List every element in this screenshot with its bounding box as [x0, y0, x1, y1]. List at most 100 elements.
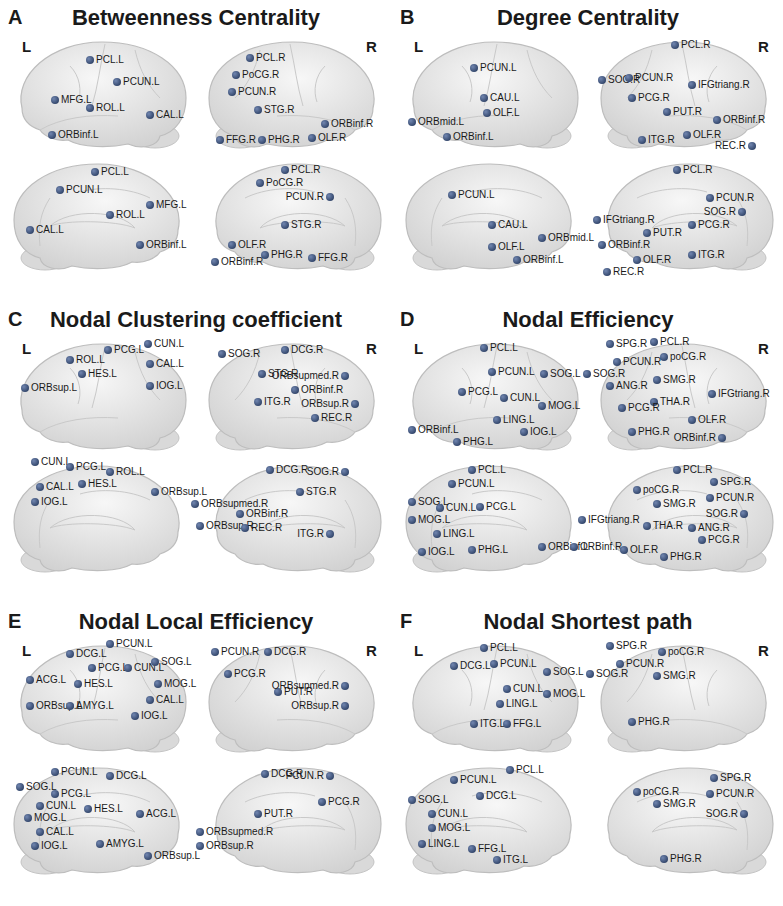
region-label: ORBinf.R: [580, 541, 622, 553]
brain-surface: [406, 466, 571, 572]
region-label: OLF.L: [498, 241, 525, 253]
region-dot: [671, 41, 679, 49]
sulcus-line: [39, 500, 50, 548]
region-label: DCG.L: [460, 660, 491, 672]
region-label: CAL.L: [46, 826, 74, 838]
region-label: PCUN.R: [635, 72, 673, 84]
region-label: SOG.R: [228, 348, 260, 360]
region-label: CUN.L: [134, 662, 164, 674]
region-label: MFG.L: [156, 199, 187, 211]
region-dot: [490, 660, 498, 668]
region-dot: [663, 108, 671, 116]
region-label: PCUN.R: [626, 658, 664, 670]
hemisphere-mark: L: [414, 340, 423, 357]
region-label: PCUN.L: [500, 658, 537, 670]
region-label: ITG.R: [698, 249, 725, 261]
region-label: OLF.R: [643, 254, 671, 266]
region-dot: [24, 814, 32, 822]
region-dot: [281, 346, 289, 354]
region-label: AMYG.L: [106, 838, 144, 850]
region-dot: [633, 788, 641, 796]
region-dot: [408, 516, 416, 524]
region-dot: [633, 256, 641, 264]
region-label: ITG.L: [480, 718, 505, 730]
region-label: ORBmid.L: [418, 116, 464, 128]
region-label: PCUN.L: [61, 766, 98, 778]
region-dot: [66, 702, 74, 710]
region-label: SMG.R: [663, 498, 696, 510]
region-label: MOG.L: [164, 678, 196, 690]
region-dot: [593, 216, 601, 224]
region-dot: [506, 766, 514, 774]
region-dot: [236, 510, 244, 518]
sulcus-line: [345, 500, 356, 548]
region-dot: [228, 241, 236, 249]
brain-surface: [216, 466, 381, 572]
region-label: AMYG.L: [76, 700, 114, 712]
region-label: ITG.L: [503, 854, 528, 866]
region-dot: [66, 356, 74, 364]
region-label: SPG.R: [616, 640, 647, 652]
hemisphere-mark: L: [414, 642, 423, 659]
region-label: PCUN.L: [66, 184, 103, 196]
region-dot: [606, 382, 614, 390]
sulcus-line: [462, 670, 472, 706]
sulcus-line: [484, 648, 497, 710]
region-label: ORBinf.L: [453, 131, 494, 143]
region-dot: [258, 136, 266, 144]
region-dot: [688, 221, 696, 229]
region-label: PCG.L: [486, 501, 516, 513]
region-dot: [144, 852, 152, 860]
region-dot: [706, 194, 714, 202]
region-label: DCG.L: [116, 770, 147, 782]
region-label: OLF.R: [693, 129, 721, 141]
region-label: ITG.R: [264, 396, 291, 408]
region-label: IOG.L: [156, 380, 183, 392]
region-dot: [428, 824, 436, 832]
region-dot: [36, 828, 44, 836]
region-dot: [480, 94, 488, 102]
region-dot: [31, 498, 39, 506]
region-dot: [21, 384, 29, 392]
region-dot: [708, 390, 716, 398]
region-label: IFGtriang.R: [603, 214, 655, 226]
region-label: IFGtriang.R: [588, 514, 640, 526]
panel-title: Nodal Clustering coefficient: [0, 307, 392, 333]
region-label: SOG.R: [706, 808, 738, 820]
region-dot: [246, 54, 254, 62]
region-dot: [26, 226, 34, 234]
region-dot: [261, 770, 269, 778]
brain-surface: [413, 42, 578, 148]
region-label: PCL.L: [490, 342, 518, 354]
brain-hemisphere: [21, 42, 186, 148]
region-dot: [740, 810, 748, 818]
region-dot: [603, 268, 611, 276]
hemisphere-mark: L: [22, 642, 31, 659]
brain-hemisphere: [601, 646, 766, 752]
cortex-outline: [608, 768, 773, 873]
region-dot: [476, 792, 484, 800]
region-dot: [84, 805, 92, 813]
hemisphere-mark: R: [758, 38, 769, 55]
region-label: SOG.R: [593, 368, 625, 380]
region-label: ITG.R: [297, 528, 324, 540]
region-dot: [291, 386, 299, 394]
region-dot: [326, 772, 334, 780]
region-label: ORBsup.L: [31, 382, 77, 394]
region-label: REC.R: [321, 412, 352, 424]
region-label: MOG.L: [418, 514, 450, 526]
cortex-outline: [209, 344, 374, 449]
region-label: ORBsupmed.R: [272, 370, 339, 382]
region-label: PCUN.L: [460, 774, 497, 786]
region-dot: [620, 546, 628, 554]
panel-title: Nodal Shortest path: [392, 609, 783, 635]
brain-hemisphere: [216, 768, 381, 874]
region-label: ORBinf.R: [246, 508, 288, 520]
region-label: MOG.L: [548, 400, 580, 412]
cortex-outline: [601, 646, 766, 751]
region-label: ANG.R: [616, 380, 648, 392]
region-dot: [146, 382, 154, 390]
hemisphere-mark: R: [758, 642, 769, 659]
region-label: ORBinf.R: [723, 114, 765, 126]
cortex-outline: [14, 466, 179, 571]
